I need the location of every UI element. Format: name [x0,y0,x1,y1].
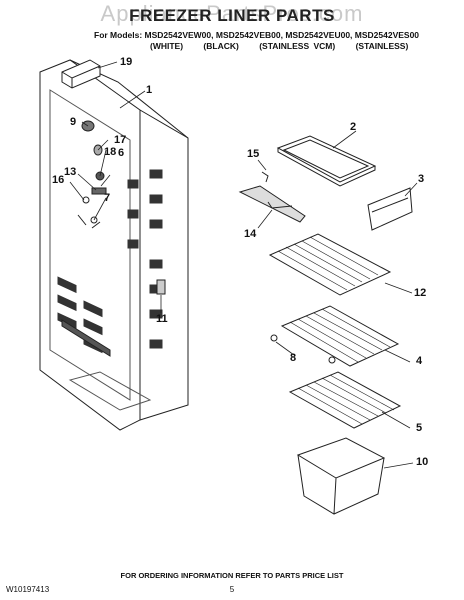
callout-17: 17 [114,134,127,146]
color-black: (BLACK) [203,41,239,51]
callout-3: 3 [418,173,425,185]
leader-lines [69,61,418,469]
callout-6: 6 [118,147,125,159]
callout-15: 15 [247,148,260,160]
callout-18: 18 [104,146,117,158]
callout-2: 2 [350,121,357,133]
document-number: W10197413 [6,585,50,594]
page-number: 5 [229,585,235,594]
color-white: (WHITE) [150,41,184,51]
ordering-note: FOR ORDERING INFORMATION REFER TO PARTS … [120,571,344,580]
callout-13: 13 [64,166,77,178]
callout-19: 19 [120,56,133,68]
callout-11: 11 [156,313,168,325]
shelf-rail [238,171,306,223]
wire-shelf-top [268,233,392,296]
hinge-bracket [156,279,166,295]
wire-shelf-bottom [288,371,402,429]
callout-5: 5 [416,422,423,434]
freezer-liner [39,59,189,431]
watermark: AppliancePartsPros.com [100,1,364,26]
callout-14: 14 [244,228,257,240]
callout-8: 8 [290,352,297,364]
callout-4: 4 [416,355,423,367]
callout-12: 12 [414,287,427,299]
callout-10: 10 [416,456,429,468]
color-variants: (WHITE) (BLACK) (STAINLESS VCM) (STAINLE… [150,41,424,51]
control-assembly [77,120,107,229]
shelf-frame [276,135,377,187]
callout-16: 16 [52,174,65,186]
freezer-basket [296,437,386,515]
color-stainless: (STAINLESS) [355,41,409,51]
shelf-front [367,187,413,231]
light-cover [61,59,101,89]
callout-1: 1 [146,84,153,96]
model-list: For Models: MSD2542VEW00, MSD2542VEB00, … [94,30,420,40]
callout-9: 9 [70,116,77,128]
wire-shelf-middle [270,305,400,367]
color-stainless-vcm: (STAINLESS VCM) [259,41,336,51]
callout-7: 7 [104,192,111,204]
page-title: FREEZER LINER PARTS [129,6,335,25]
